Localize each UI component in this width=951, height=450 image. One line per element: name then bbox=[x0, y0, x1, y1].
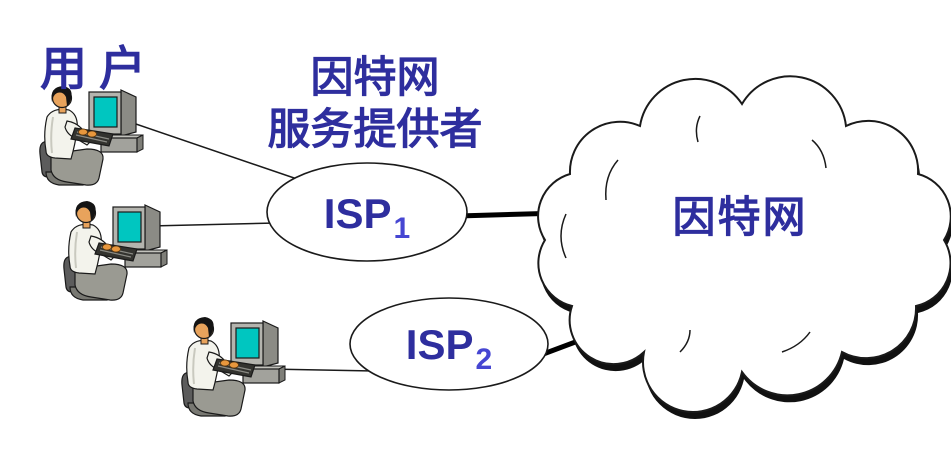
isp2-name: ISP bbox=[405, 321, 474, 368]
internet-cloud bbox=[537, 75, 951, 413]
internet-cloud-label: 因特网 bbox=[672, 194, 808, 242]
person-at-computer-icon-2 bbox=[62, 200, 169, 302]
isp2-label: ISP2 bbox=[349, 321, 549, 376]
isp1-ellipse bbox=[266, 162, 468, 262]
isp-group-title-line1: 因特网 bbox=[310, 54, 440, 102]
users-title: 用户 bbox=[40, 42, 158, 95]
link-user1-isp1 bbox=[129, 121, 301, 181]
isp-group-title: 因特网 服务提供者 bbox=[235, 52, 515, 156]
isp-group-title-line2: 服务提供者 bbox=[267, 106, 483, 154]
link-user3-isp2 bbox=[267, 368, 375, 372]
person-at-computer-icon-1 bbox=[38, 85, 145, 187]
person-at-computer-icon-3 bbox=[180, 316, 286, 418]
isp2-subscript: 2 bbox=[475, 343, 493, 376]
link-user2-isp1 bbox=[149, 222, 277, 227]
isp1-subscript: 1 bbox=[393, 212, 411, 245]
isp1-name: ISP bbox=[323, 190, 392, 237]
isp1-label: ISP1 bbox=[267, 190, 467, 245]
isp2-ellipse bbox=[349, 297, 549, 391]
cloud-inner-arcs bbox=[560, 115, 827, 353]
